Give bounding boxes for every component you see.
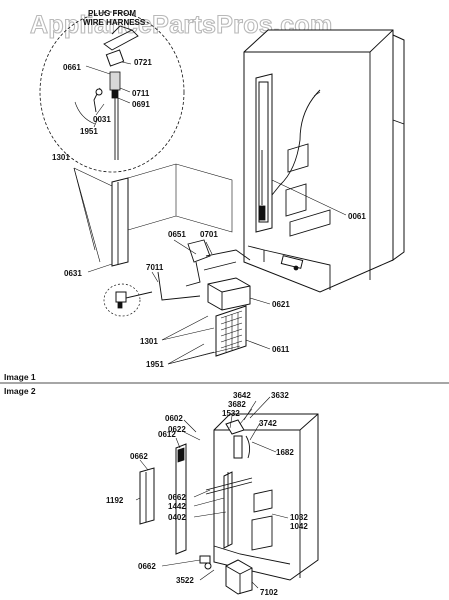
- label-0662-bottom: 0662: [138, 562, 156, 571]
- label-0061: 0061: [348, 212, 366, 221]
- label-3742: 3742: [259, 419, 277, 428]
- label-0612: 0612: [158, 430, 176, 439]
- label-0701: 0701: [200, 230, 218, 239]
- label-0661: 0661: [63, 63, 81, 72]
- label-3632: 3632: [271, 391, 289, 400]
- label-0031: 0031: [93, 115, 111, 124]
- label-0711: 0711: [132, 89, 150, 98]
- label-1301-bottom: 1301: [140, 337, 158, 346]
- label-0402: 0402: [168, 513, 186, 522]
- label-0662-top: 0662: [130, 452, 148, 461]
- tube-cover-0631: [111, 177, 129, 267]
- label-3682: 3682: [228, 400, 246, 409]
- refrigerator-cabinet: [243, 29, 405, 293]
- detail-circle: [39, 11, 185, 173]
- label-7102: 7102: [260, 588, 278, 597]
- cover-1192: [139, 467, 155, 525]
- label-0621: 0621: [272, 300, 290, 309]
- image2-diagram: 3642 3632 3682 1532 3742 0602 0622 0612 …: [106, 391, 319, 597]
- label-0631: 0631: [64, 269, 82, 278]
- label-1532: 1532: [222, 409, 240, 418]
- label-1301-top: 1301: [52, 153, 70, 162]
- section-label-image1: Image 1: [4, 372, 36, 382]
- label-0611: 0611: [272, 345, 290, 354]
- label-0651: 0651: [168, 230, 186, 239]
- label-1192: 1192: [106, 496, 124, 505]
- label-1042: 1042: [290, 522, 308, 531]
- toe-grille-0611: [215, 305, 247, 357]
- label-0622: 0622: [168, 425, 186, 434]
- label-3522: 3522: [176, 576, 194, 585]
- label-1442: 1442: [168, 502, 186, 511]
- label-7011: 7011: [146, 263, 164, 272]
- plug-note-line1: PLUG FROM: [88, 9, 136, 18]
- image1-diagram: PLUG FROM WIRE HARNESS 0661 0721 0711 06…: [39, 9, 405, 369]
- label-0602: 0602: [165, 414, 183, 423]
- drain-pan-0621: [207, 277, 251, 311]
- refrigerator-cabinet-2: [205, 413, 319, 581]
- drain-tubing: [185, 239, 251, 287]
- label-0662-mid: 0662: [168, 493, 186, 502]
- valve-detail-circle: [103, 283, 141, 317]
- label-1951-detail: 1951: [80, 127, 98, 136]
- section-label-image2: Image 2: [4, 386, 36, 396]
- label-0721: 0721: [134, 58, 152, 67]
- condenser-tube-0612: [175, 443, 187, 555]
- plug-note-line2: WIRE HARNESS: [83, 18, 146, 27]
- watermark: AppliancePartsPros.com: [30, 11, 333, 39]
- label-1951-bottom: 1951: [146, 360, 164, 369]
- water-valve-detail: [74, 25, 139, 160]
- label-3642: 3642: [233, 391, 251, 400]
- label-1682: 1682: [276, 448, 294, 457]
- label-0691: 0691: [132, 100, 150, 109]
- label-1032: 1032: [290, 513, 308, 522]
